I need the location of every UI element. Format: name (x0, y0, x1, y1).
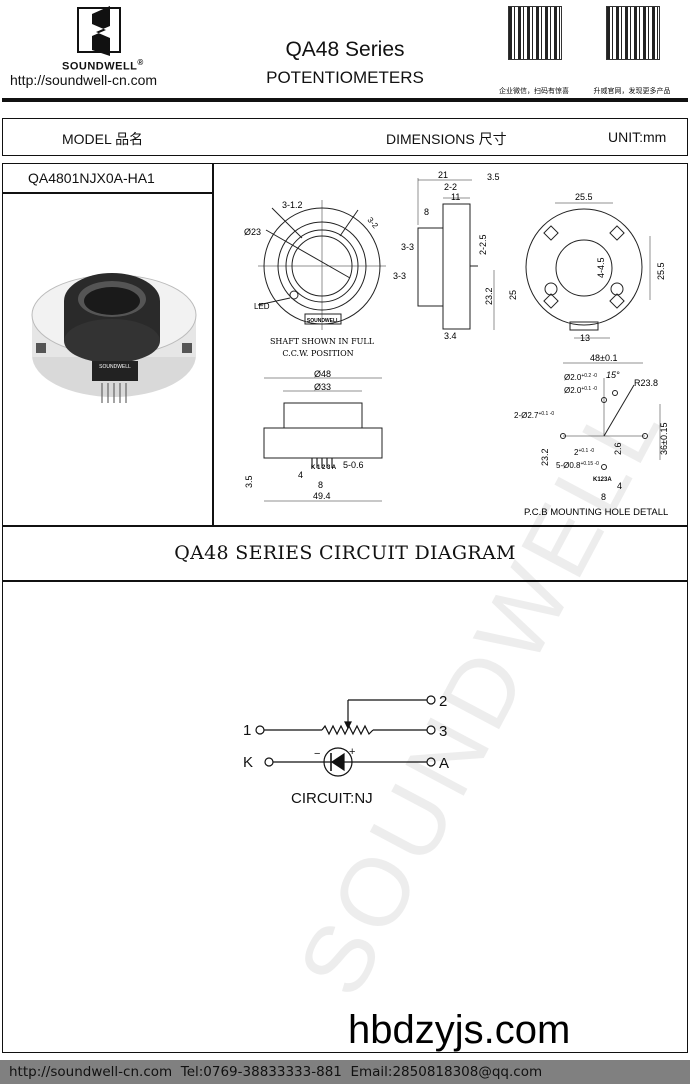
dim-pcb-23-2: 23.2 (540, 448, 550, 466)
unit-label: UNIT:mm (608, 129, 667, 145)
dim-bottom-4: 4 (298, 470, 303, 480)
product-type: POTENTIOMETERS (266, 68, 424, 87)
dim-bottom-49-4: 49.4 (313, 491, 331, 501)
dim-side-25: 25 (508, 290, 518, 300)
dim-bottom-dia48: Ø48 (314, 369, 331, 379)
dim-pcb-48: 48±0.1 (590, 353, 617, 363)
dimension-drawings: 3-1.2 3-2 Ø23 LED SOUNDWELL SHAFT SHOWN … (244, 170, 669, 518)
dim-bottom-5-0-6: 5-0.6 (343, 460, 364, 470)
dim-bottom-8: 8 (318, 480, 323, 490)
header-url[interactable]: http://soundwell-cn.com (10, 72, 158, 88)
qr-code-wechat (508, 6, 562, 60)
dim-pcb-8: 8 (601, 492, 606, 502)
led-label: LED (254, 302, 270, 311)
dim-pcb-angle: 15° (606, 370, 620, 380)
front-brand: SOUNDWELL (307, 318, 339, 324)
dim-pcb-2-6: 2.6 (613, 442, 623, 455)
dim-side-3-4: 3.4 (444, 331, 457, 341)
product-brand-text: SOUNDWELL (99, 364, 131, 370)
back-view (525, 202, 651, 339)
front-note-1: SHAFT SHOWN IN FULL (270, 337, 375, 346)
section-divider (2, 525, 688, 527)
header-divider (2, 98, 688, 102)
soundwell-logo (77, 6, 121, 56)
dim-side-3-3a: 3-3 (401, 242, 414, 252)
dim-back-4-4-5: 4-4.5 (596, 257, 606, 278)
dim-side-21: 21 (438, 170, 448, 180)
dim-side-2-2: 2-2 (444, 182, 457, 192)
dim-back-25-5-side: 25.5 (656, 262, 666, 280)
dim-side-3-5: 3.5 (487, 172, 500, 182)
footer-contact: http://soundwell-cn.com Tel:0769-3883333… (0, 1060, 690, 1084)
dim-pcb-hole1: Ø2.0+0.2 -0 (564, 373, 597, 382)
dim-side-2-2-5: 2-2.5 (478, 234, 488, 255)
qr-caption-wechat: 企业微信，扫码有惊喜 (499, 88, 569, 95)
dim-side-3-3b: 3-3 (393, 271, 406, 281)
dimensions-label: DIMENSIONS 尺寸 (386, 131, 507, 147)
qr-code-website (606, 6, 660, 60)
dim-pcb-2: 2+0.1 -0 (574, 448, 594, 457)
side-view (417, 178, 495, 330)
series-title: QA48 Series (285, 38, 405, 61)
bottom-pin-labels: K 1 2 3 A (311, 465, 337, 471)
dim-back-13: 13 (580, 333, 590, 343)
dim-front-3-2: 3-2 (365, 216, 380, 231)
dim-front-3-1-2: 3-1.2 (282, 200, 303, 210)
column-divider (212, 163, 214, 526)
dim-bottom-dia33: Ø33 (314, 382, 331, 392)
pcb-hole-detail (560, 362, 661, 470)
dim-pcb-36: 36±0.15 (659, 423, 669, 455)
dim-pcb-hole4: 5-Ø0.8+0.15 -0 (556, 461, 599, 470)
bottom-view (263, 377, 383, 502)
product-photo: SOUNDWELL (31, 273, 197, 403)
dim-back-25-5-top: 25.5 (575, 192, 593, 202)
qr-caption-website: 升威官网，发现更多产品 (593, 88, 671, 95)
dim-pcb-r23-8: R23.8 (634, 378, 658, 388)
brand-name: SOUNDWELL® (62, 58, 144, 73)
spec-body (2, 163, 688, 1053)
model-label: MODEL 品名 (62, 131, 144, 147)
pcb-caption: P.C.B MOUNTING HOLE DETALL (524, 507, 668, 518)
dim-side-23-2: 23.2 (484, 287, 494, 305)
dim-pcb-hole2: Ø2.0+0.1 -0 (564, 386, 597, 395)
circuit-title: QA48 SERIES CIRCUIT DIAGRAM (174, 542, 516, 564)
section-divider-2 (2, 580, 688, 582)
dim-side-11: 11 (451, 192, 460, 202)
dim-front-dia23: Ø23 (244, 227, 261, 237)
model-number: QA4801NJX0A-HA1 (28, 170, 155, 186)
pcb-pin-labels: K123A (593, 477, 612, 483)
spec-header-row (2, 118, 688, 156)
model-divider (2, 192, 212, 194)
front-view (257, 200, 386, 330)
dim-side-8: 8 (424, 207, 429, 217)
site-watermark: hbdzyjs.com (348, 1008, 571, 1052)
dim-pcb-hole3: 2-Ø2.7+0.1 -0 (514, 411, 554, 420)
dim-bottom-3-5: 3.5 (244, 475, 254, 488)
dim-pcb-4: 4 (617, 481, 622, 491)
front-note-2: C.C.W. POSITION (282, 349, 353, 358)
